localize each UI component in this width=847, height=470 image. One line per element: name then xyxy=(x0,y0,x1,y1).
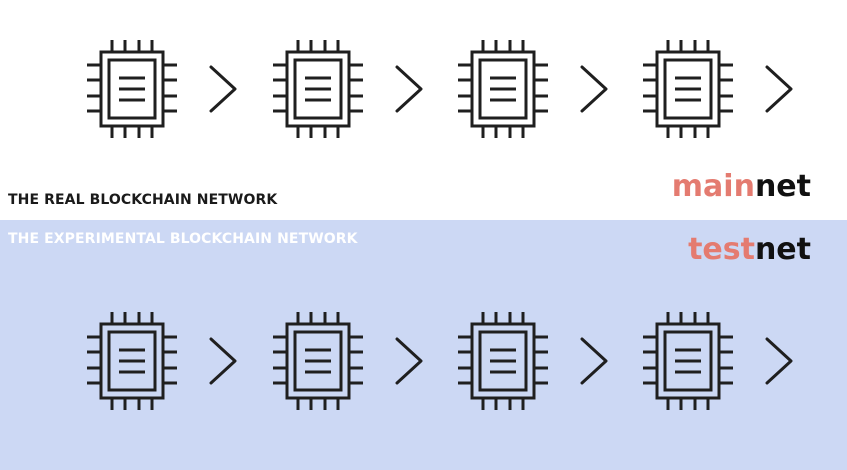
chip-icon xyxy=(638,306,738,416)
chip-icon xyxy=(268,306,368,416)
testnet-section: THE EXPERIMENTAL BLOCKCHAIN NETWORK test… xyxy=(0,220,847,470)
testnet-caption: THE EXPERIMENTAL BLOCKCHAIN NETWORK xyxy=(8,231,358,247)
chip-icon xyxy=(82,306,182,416)
chevron-right-icon xyxy=(389,333,429,389)
testnet-chain xyxy=(0,306,847,416)
chip-icon xyxy=(268,34,368,144)
testnet-title: testnet xyxy=(688,235,811,265)
mainnet-title: mainnet xyxy=(672,172,811,202)
chip-icon xyxy=(82,34,182,144)
testnet-title-prefix: test xyxy=(688,232,755,267)
chip-icon xyxy=(453,306,553,416)
chevron-right-icon xyxy=(203,61,243,117)
mainnet-caption: THE REAL BLOCKCHAIN NETWORK xyxy=(8,192,278,208)
chevron-right-icon xyxy=(759,333,799,389)
chevron-right-icon xyxy=(203,333,243,389)
chevron-right-icon xyxy=(574,61,614,117)
chip-icon xyxy=(453,34,553,144)
testnet-title-suffix: net xyxy=(754,232,811,267)
chip-icon xyxy=(638,34,738,144)
chevron-right-icon xyxy=(574,333,614,389)
mainnet-title-suffix: net xyxy=(754,169,811,204)
chevron-right-icon xyxy=(759,61,799,117)
mainnet-section: THE REAL BLOCKCHAIN NETWORK mainnet xyxy=(0,0,847,220)
mainnet-chain xyxy=(0,34,847,144)
chevron-right-icon xyxy=(389,61,429,117)
mainnet-title-prefix: main xyxy=(671,169,755,204)
